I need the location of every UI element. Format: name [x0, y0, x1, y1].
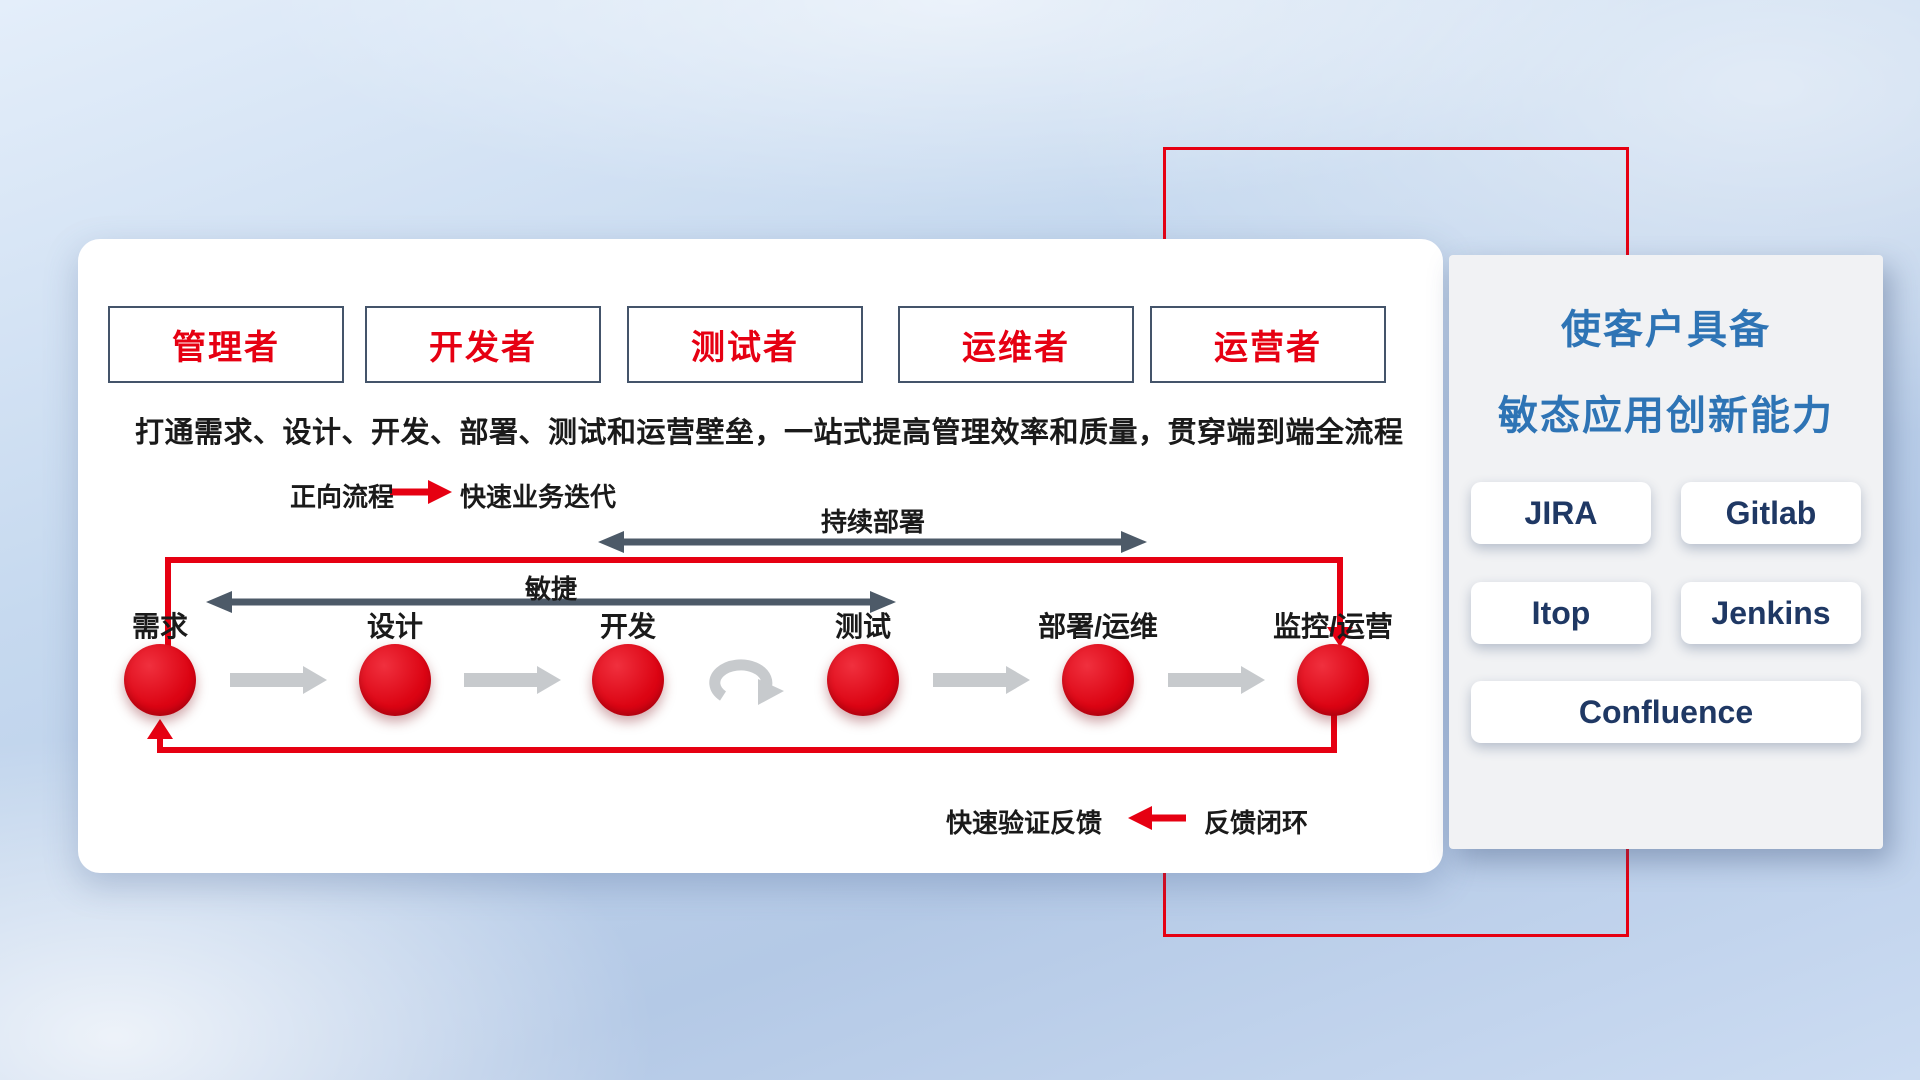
panel-title-line1: 使客户具备	[1561, 308, 1771, 352]
tool-chip-jira: JIRA	[1471, 482, 1651, 544]
stage-node-design	[359, 644, 431, 716]
forward-flow-label: 正向流程	[290, 482, 395, 512]
stage-node-requirements	[124, 644, 196, 716]
feedback-text: 快速验证反馈	[946, 808, 1103, 838]
feedback-legend-arrow-icon	[1128, 806, 1186, 830]
step-arrow-1	[230, 666, 327, 694]
role-box-manager: 管理者	[108, 306, 344, 383]
stage-label-develop: 开发	[599, 611, 657, 642]
capability-panel: 使客户具备 敏态应用创新能力 JIRA Gitlab Itop Jenkins …	[1449, 255, 1883, 849]
agile-label: 敏捷	[524, 574, 578, 604]
devops-flow-panel: 管理者 开发者 测试者 运维者 运营者 打通需求、设计、开发、部署、测试和运营壁…	[78, 239, 1443, 873]
role-box-tester: 测试者	[627, 306, 863, 383]
process-description: 打通需求、设计、开发、部署、测试和运营壁垒，一站式提高管理效率和质量，贯穿端到端…	[135, 417, 1404, 449]
tool-chip-jenkins: Jenkins	[1681, 582, 1861, 644]
forward-legend-arrow-icon	[390, 480, 452, 504]
stage-label-requirements: 需求	[131, 611, 189, 642]
stage-node-test	[827, 644, 899, 716]
forward-loop-line	[165, 557, 1353, 647]
stage-label-test: 测试	[834, 611, 892, 642]
step-arrow-2	[464, 666, 561, 694]
stage-node-develop	[592, 644, 664, 716]
stage-label-deploy-ops: 部署/运维	[1038, 611, 1158, 642]
continuous-deploy-arrow-icon	[598, 531, 1147, 553]
stage-node-monitor-op	[1297, 644, 1369, 716]
step-arrow-4	[1168, 666, 1265, 694]
tool-chip-itop: Itop	[1471, 582, 1651, 644]
role-box-ops: 运维者	[898, 306, 1134, 383]
tool-chip-gitlab: Gitlab	[1681, 482, 1861, 544]
continuous-deploy-label: 持续部署	[820, 507, 926, 537]
forward-flow-value: 快速业务迭代	[460, 482, 617, 512]
iteration-loop-icon	[709, 659, 784, 705]
feedback-label: 反馈闭环	[1204, 808, 1309, 838]
flow-graphics	[147, 480, 1353, 830]
stage-label-monitor-op: 监控/运营	[1273, 611, 1393, 642]
role-box-operator: 运营者	[1150, 306, 1386, 383]
feedback-loop-line	[147, 715, 1337, 753]
step-arrow-3	[933, 666, 1030, 694]
agile-arrow-icon	[206, 591, 896, 613]
stage-node-deploy-ops	[1062, 644, 1134, 716]
tool-chip-confluence: Confluence	[1471, 681, 1861, 743]
role-box-developer: 开发者	[365, 306, 601, 383]
stage-label-design: 设计	[366, 611, 424, 642]
panel-title-line2: 敏态应用创新能力	[1498, 394, 1834, 438]
